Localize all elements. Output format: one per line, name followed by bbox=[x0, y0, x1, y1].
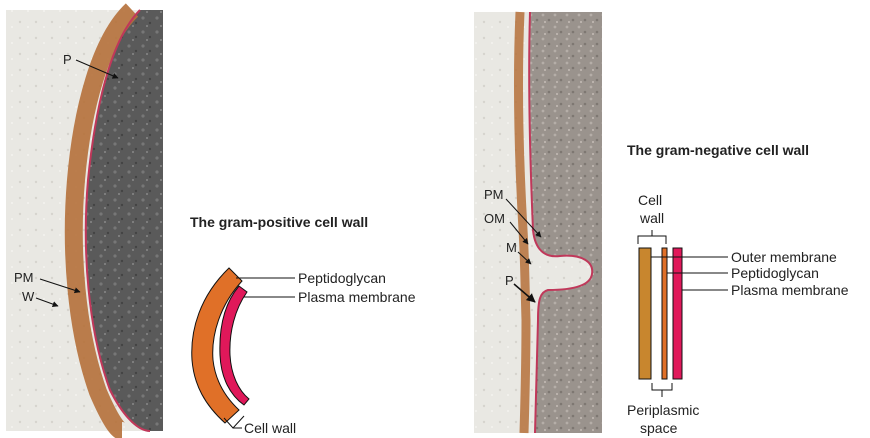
gn-periplasmic-label: Periplasmic bbox=[627, 402, 699, 418]
gram-positive-micrograph bbox=[6, 3, 163, 438]
gp-plasma-membrane-label: Plasma membrane bbox=[298, 289, 416, 305]
label-gn-m: M bbox=[506, 240, 517, 255]
label-p: P bbox=[63, 52, 72, 67]
gram-positive-membrane-band bbox=[219, 285, 250, 406]
gram-positive-micro-labels: P PM W bbox=[14, 52, 119, 307]
gn-outer-membrane-bar bbox=[638, 247, 652, 380]
gram-negative-schematic bbox=[638, 247, 683, 380]
label-gn-om: OM bbox=[484, 211, 505, 226]
pointer-w bbox=[35, 297, 59, 307]
gram-positive-title: The gram-positive cell wall bbox=[190, 214, 368, 230]
gn-plasma-membrane-bar bbox=[672, 247, 683, 380]
gram-positive-membrane-line bbox=[84, 9, 151, 432]
gn-plasma-membrane-label: Plasma membrane bbox=[731, 282, 849, 298]
label-gn-pm: PM bbox=[484, 187, 504, 202]
gram-positive-cytoplasm bbox=[85, 10, 163, 431]
gp-peptidoglycan-label: Peptidoglycan bbox=[298, 270, 386, 286]
gn-outer-membrane-label: Outer membrane bbox=[731, 249, 837, 265]
gn-periplasmic-bracket bbox=[651, 383, 673, 397]
gram-positive-peptidoglycan-band bbox=[191, 267, 243, 424]
gram-negative-micrograph bbox=[474, 11, 602, 434]
gn-peptidoglycan-bar bbox=[661, 247, 668, 380]
gn-space-label: space bbox=[640, 420, 678, 436]
pointer-p bbox=[75, 59, 119, 79]
gram-negative-cytoplasm bbox=[529, 12, 602, 433]
gn-cell-label: Cell bbox=[638, 192, 662, 208]
gram-negative-membrane-line bbox=[528, 11, 594, 434]
pointer-gn-p bbox=[513, 283, 536, 303]
pointer-gn-om bbox=[509, 221, 529, 245]
gn-peptidoglycan-label: Peptidoglycan bbox=[731, 265, 819, 281]
pointer-pm bbox=[39, 278, 81, 294]
gram-negative-title: The gram-negative cell wall bbox=[627, 142, 809, 158]
gram-positive-schematic bbox=[191, 267, 250, 429]
gp-cell-wall-label: Cell wall bbox=[244, 420, 296, 436]
gn-wall-label: wall bbox=[639, 210, 664, 226]
gram-negative-micro-labels: PM OM M P bbox=[484, 187, 542, 303]
label-pm: PM bbox=[14, 270, 34, 285]
label-gn-p: P bbox=[505, 273, 514, 288]
gn-cell-wall-bracket bbox=[637, 230, 667, 244]
pointer-gn-m bbox=[517, 251, 532, 265]
pointer-gn-pm bbox=[505, 198, 542, 238]
label-w: W bbox=[22, 289, 35, 304]
